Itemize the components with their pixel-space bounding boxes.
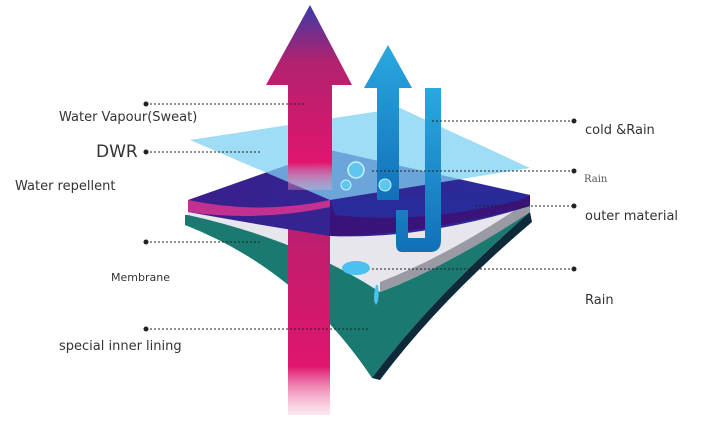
water-droplet bbox=[378, 178, 392, 192]
water-droplet bbox=[347, 161, 365, 179]
label-rain-small: Rain bbox=[584, 174, 608, 185]
water-droplet bbox=[340, 179, 352, 191]
label-cold-rain: cold &Rain bbox=[585, 123, 655, 138]
rain-u-arrow bbox=[396, 88, 441, 252]
vapour-arrow-head bbox=[266, 5, 352, 190]
label-outer-material: outer material bbox=[585, 209, 679, 224]
water-drip bbox=[374, 285, 379, 305]
label-water-repellent: Water repellent bbox=[15, 179, 116, 194]
dwr-layer bbox=[190, 108, 530, 200]
label-rain: Rain bbox=[585, 293, 614, 308]
label-membrane: Membrane bbox=[111, 271, 170, 284]
rain-arrow-up bbox=[364, 45, 412, 200]
water-droplet bbox=[342, 261, 370, 275]
label-water-vapour: Water Vapour(Sweat) bbox=[59, 110, 198, 125]
label-dwr: DWR bbox=[96, 142, 138, 162]
label-inner-lining: special inner lining bbox=[59, 339, 182, 354]
